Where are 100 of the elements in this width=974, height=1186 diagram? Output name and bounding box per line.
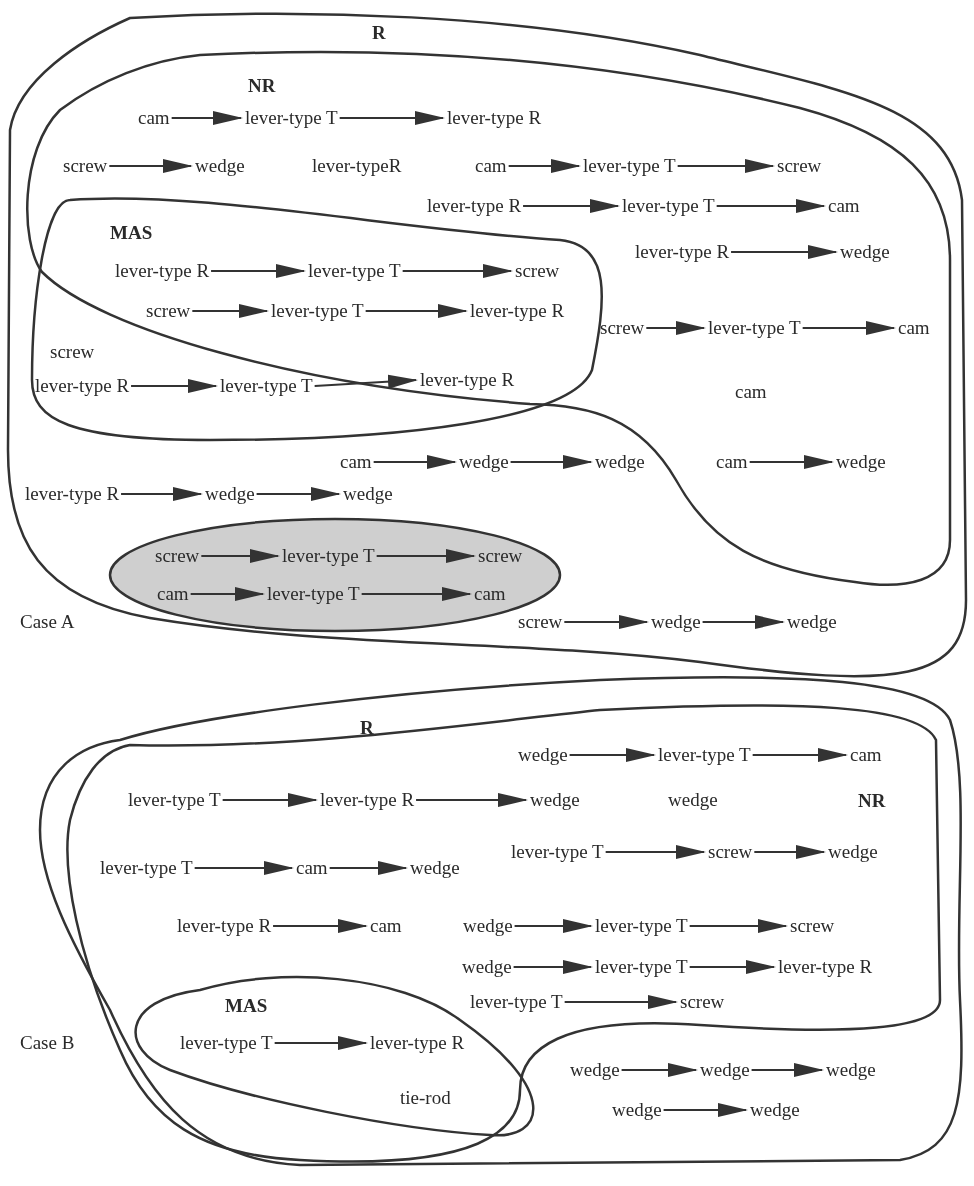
term-label: lever-type R: [320, 789, 415, 811]
term-label: screw: [146, 300, 191, 322]
text-label: cam: [735, 381, 767, 403]
arrow: [512, 960, 593, 974]
term-label: lever-type R: [635, 241, 730, 263]
term-label: lever-type T: [583, 155, 676, 177]
term-label: lever-type T: [308, 260, 401, 282]
term-label: lever-type T: [511, 841, 604, 863]
text-label: screw: [50, 341, 95, 363]
arrow: [401, 264, 513, 278]
set-name: MAS: [110, 222, 153, 244]
arrow: [750, 1063, 824, 1077]
arrow: [753, 845, 826, 859]
arrow: [751, 748, 848, 762]
arrow: [568, 748, 656, 762]
arrow: [328, 861, 408, 875]
term-label: lever-type T: [595, 956, 688, 978]
term-label: cam: [716, 451, 748, 473]
arrow: [701, 615, 785, 629]
arrow: [191, 304, 269, 318]
arrow: [313, 374, 418, 389]
arrow: [509, 455, 593, 469]
arrow: [193, 861, 294, 875]
term-label: screw: [790, 915, 835, 937]
term-label: lever-type R: [420, 369, 515, 391]
arrow: [507, 159, 581, 173]
term-label: cam: [138, 107, 170, 129]
arrow: [688, 919, 788, 933]
term-label: cam: [370, 915, 402, 937]
arrow: [272, 919, 368, 933]
text-label: Case B: [20, 1032, 75, 1054]
term-label: cam: [898, 317, 930, 339]
arrow: [563, 615, 649, 629]
term-label: wedge: [518, 744, 568, 766]
arrow: [730, 245, 838, 259]
arrow: [620, 1063, 698, 1077]
term-label: screw: [478, 545, 523, 567]
text-label: Case A: [20, 611, 75, 633]
term-label: screw: [600, 317, 645, 339]
term-label: screw: [515, 260, 560, 282]
term-label: screw: [518, 611, 563, 633]
arrow: [364, 304, 468, 318]
term-label: lever-type T: [658, 744, 751, 766]
term-label: cam: [828, 195, 860, 217]
set-name: R: [372, 22, 386, 44]
arrow: [338, 111, 445, 125]
term-label: wedge: [195, 155, 245, 177]
term-label: wedge: [750, 1099, 800, 1121]
term-label: wedge: [530, 789, 580, 811]
arrow: [255, 487, 341, 501]
term-label: wedge: [462, 956, 512, 978]
arrow: [375, 549, 476, 563]
set-name: NR: [248, 75, 276, 97]
term-label: lever-type T: [220, 375, 313, 397]
term-label: wedge: [595, 451, 645, 473]
set-name: MAS: [225, 995, 268, 1017]
term-label: lever-type T: [622, 195, 715, 217]
arrow: [645, 321, 706, 335]
term-label: screw: [63, 155, 108, 177]
term-label: lever-type T: [470, 991, 563, 1013]
term-label: screw: [777, 155, 822, 177]
arrow: [563, 995, 678, 1009]
term-label: cam: [850, 744, 882, 766]
text-label: wedge: [668, 789, 718, 811]
arrow: [522, 199, 620, 213]
term-label: lever-type T: [128, 789, 221, 811]
arrow: [662, 1103, 748, 1117]
term-label: wedge: [463, 915, 513, 937]
arrow: [210, 264, 306, 278]
term-label: lever-type T: [708, 317, 801, 339]
term-label: lever-type R: [778, 956, 873, 978]
term-label: wedge: [343, 483, 393, 505]
arrow: [200, 549, 280, 563]
arrow: [130, 379, 218, 393]
term-label: lever-type R: [25, 483, 120, 505]
arrow: [801, 321, 896, 335]
arrow: [748, 455, 834, 469]
term-label: cam: [474, 583, 506, 605]
term-label: wedge: [612, 1099, 662, 1121]
term-label: lever-type T: [271, 300, 364, 322]
arrow: [120, 487, 203, 501]
arrow: [415, 793, 528, 807]
term-label: wedge: [828, 841, 878, 863]
term-label: lever-type R: [35, 375, 130, 397]
term-label: lever-type T: [180, 1032, 273, 1054]
term-label: screw: [708, 841, 753, 863]
term-label: wedge: [410, 857, 460, 879]
term-label: wedge: [700, 1059, 750, 1081]
term-label: cam: [296, 857, 328, 879]
arrow: [170, 111, 243, 125]
term-label: wedge: [840, 241, 890, 263]
arrow: [221, 793, 318, 807]
term-label: screw: [680, 991, 725, 1013]
arrow: [108, 159, 193, 173]
term-label: lever-type T: [595, 915, 688, 937]
term-label: cam: [340, 451, 372, 473]
term-label: lever-type R: [447, 107, 542, 129]
set-name: NR: [858, 790, 886, 812]
arrow: [360, 587, 472, 601]
term-label: cam: [157, 583, 189, 605]
